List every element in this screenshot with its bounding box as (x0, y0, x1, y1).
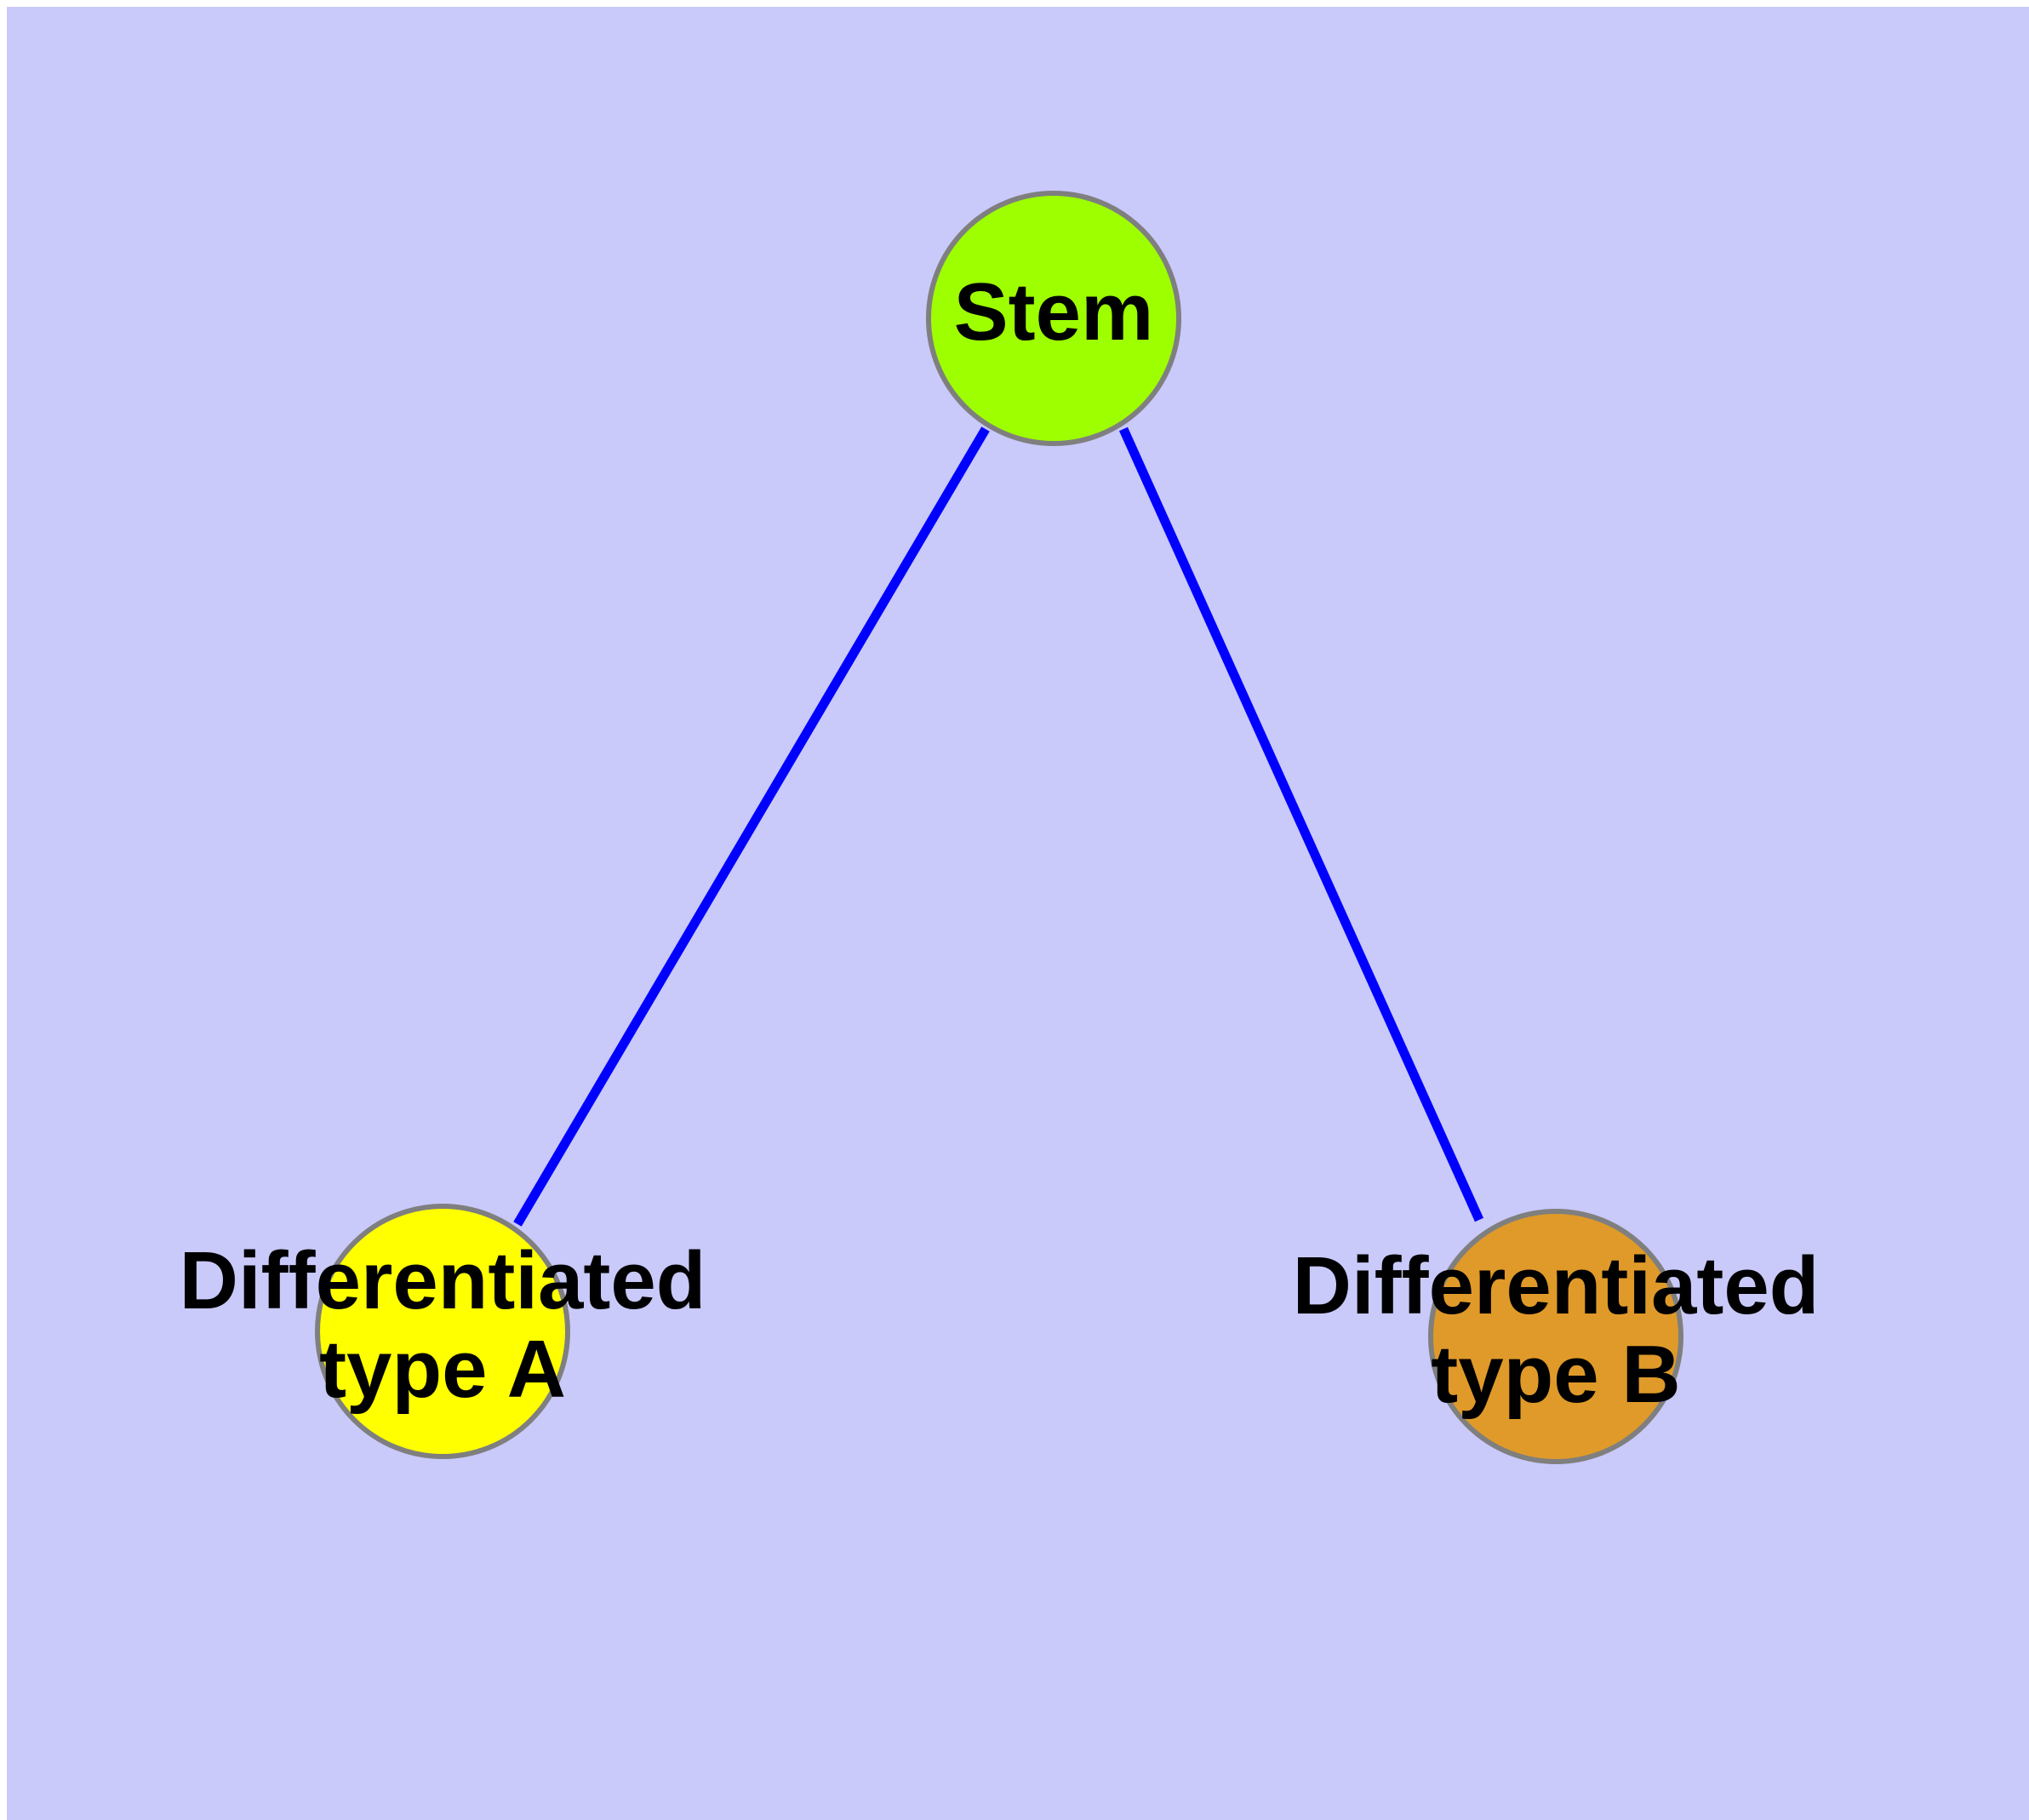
graph-node-label-line: Differentiated (180, 1235, 706, 1326)
graph-node-label-stem: Stem (954, 266, 1154, 358)
graph-node-stem[interactable] (926, 191, 1181, 446)
graph-node-label-line: type A (319, 1324, 566, 1415)
graph-node-diff-a[interactable] (315, 1204, 570, 1459)
graph-node-label-line: Stem (954, 266, 1154, 358)
graph-edge-stem-to-diff-a (513, 426, 990, 1227)
graph-edge-stem-to-diff-b (1118, 426, 1484, 1222)
graph-node-label-line: Differentiated (1293, 1240, 1820, 1331)
nodes-layer (315, 191, 1683, 1464)
graph-node-label-line: type B (1431, 1329, 1680, 1420)
graph-node-diff-b[interactable] (1428, 1209, 1683, 1464)
edges-layer (513, 426, 1484, 1227)
